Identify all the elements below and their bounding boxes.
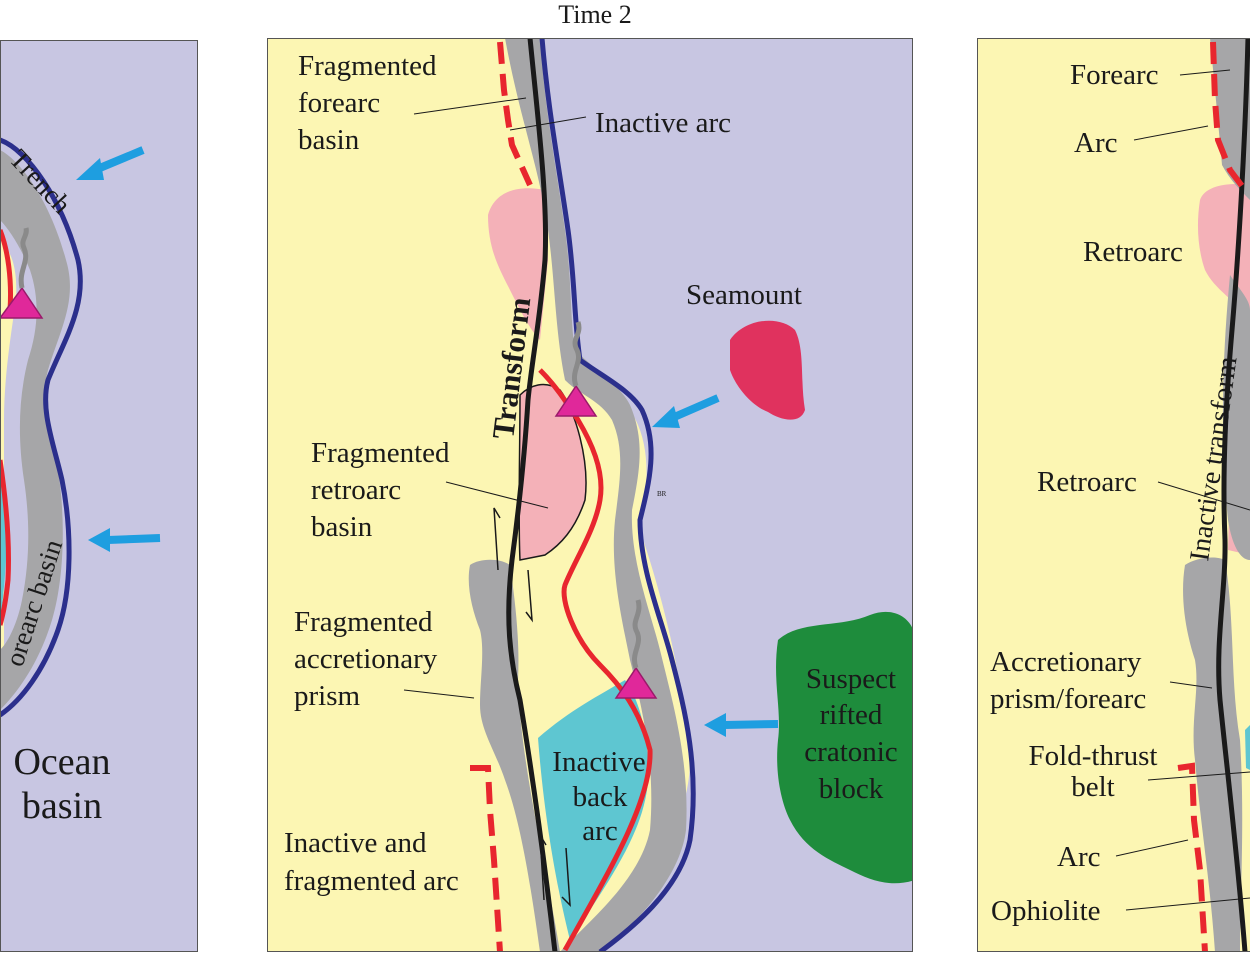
- fragmented-prism-label-2: accretionary: [294, 643, 438, 675]
- leader-prism-right: [1169, 681, 1213, 689]
- leader-forearc-right: [1179, 69, 1231, 76]
- suspect-block-label-2: rifted: [820, 699, 883, 731]
- fragmented-prism-label-1: Fragmented: [294, 606, 433, 638]
- center-panel-frame: [267, 38, 913, 952]
- seamount: [730, 320, 805, 420]
- suspect-block-label-4: block: [819, 773, 884, 805]
- fault-arrow-down-icon-2: [561, 847, 571, 907]
- right-prism-top: [1210, 38, 1250, 200]
- leader-arc-bottom: [1115, 839, 1189, 857]
- fragmented-retroarc-label-1: Fragmented: [311, 437, 450, 469]
- accretionary-label-2: prism/forearc: [990, 683, 1146, 715]
- left-panel: Trench orearc basin Ocean basin: [0, 40, 198, 952]
- fault-arrow-up-icon-2: [539, 834, 547, 901]
- suspect-block-label-3: cratonic: [804, 736, 897, 768]
- inactive-back-arc-label-3: arc: [582, 815, 617, 847]
- fragmented-forearc-label-2: forearc: [298, 87, 380, 119]
- leader-ophiolite: [1125, 897, 1250, 911]
- center-panel: BR Fragmented forearc basin Inactive arc…: [267, 38, 913, 952]
- inactive-fragmented-arc-label-2: fragmented arc: [284, 865, 459, 897]
- retroarc-top-label: Retroarc: [1083, 236, 1183, 268]
- leader-retroarc: [445, 481, 549, 509]
- left-arrow-head-2: [88, 528, 110, 552]
- left-trench-line: [0, 137, 83, 718]
- right-cyan-sliver: [1245, 725, 1250, 770]
- leader-fold-thrust: [1147, 771, 1250, 781]
- seamount-label: Seamount: [686, 279, 802, 311]
- right-panel: Forearc Arc Retroarc Inactive transform …: [977, 38, 1250, 952]
- volcano-icon-2: [614, 666, 658, 699]
- inactive-arc-dashed-top: [497, 41, 533, 187]
- retroarc-mid-label: Retroarc: [1037, 466, 1137, 498]
- time-label: Time 2: [558, 0, 631, 29]
- tiny-mark: BR: [657, 490, 667, 498]
- inactive-fragmented-arc-label-1: Inactive and: [284, 827, 427, 859]
- right-transform-line: [1216, 38, 1250, 952]
- left-prism: [0, 150, 70, 710]
- left-arrow-icon-2: [107, 534, 161, 544]
- inactive-back-arc-label-1: Inactive: [552, 746, 645, 778]
- fragmented-retroarc-label-3: basin: [311, 511, 373, 543]
- fold-thrust-label-1: Fold-thrust: [1029, 740, 1158, 772]
- leader-retroarc-right: [1157, 481, 1250, 511]
- arrow-head-1: [652, 406, 680, 428]
- inactive-fragmented-arc-dashed: [470, 765, 503, 952]
- smoke-icon-2: [632, 599, 642, 669]
- leader-arc-right: [1133, 125, 1209, 141]
- fragmented-forearc-label-1: Fragmented: [298, 50, 437, 82]
- left-arrow-icon-1: [93, 146, 145, 174]
- center-trench-line: [539, 38, 696, 952]
- volcano-icon-1: [554, 384, 598, 417]
- fragmented-accretionary-prism: [468, 559, 560, 952]
- suspect-rifted-cratonic-block: [776, 611, 913, 884]
- ocean-label-line2: basin: [22, 785, 102, 827]
- ocean-label-line1: Ocean: [13, 741, 110, 783]
- leader-inactive-arc: [509, 116, 587, 131]
- right-arc-dashed-bottom: [1177, 762, 1208, 952]
- fold-thrust-label-2: belt: [1071, 771, 1115, 803]
- left-panel-frame: [0, 40, 198, 952]
- inactive-back-arc-label-2: back: [573, 781, 628, 813]
- arc-top-label: Arc: [1074, 127, 1117, 159]
- arrow-icon-2: [723, 720, 779, 729]
- fault-arrow-up-icon: [493, 507, 501, 571]
- inactive-back-arc: [538, 680, 649, 940]
- retroarc-top: [488, 188, 548, 340]
- fragmented-retroarc-label-2: retroarc: [311, 474, 401, 506]
- forearc-label: Forearc: [1070, 59, 1159, 91]
- prism-band: [505, 38, 687, 952]
- accretionary-label-1: Accretionary: [990, 646, 1142, 678]
- transform-fault-line: [506, 38, 558, 952]
- leader-prism: [403, 689, 475, 699]
- right-arc-dashed-top: [1210, 41, 1248, 192]
- fault-arrow-down-icon: [525, 569, 533, 623]
- left-volcano-icon: [0, 286, 44, 319]
- leader-forearc: [413, 97, 527, 115]
- suspect-block-label-1: Suspect: [806, 663, 896, 695]
- arrow-head-2: [704, 713, 726, 737]
- left-arrow-head-1: [76, 158, 104, 180]
- arrow-icon-1: [670, 394, 720, 422]
- smoke-icon-1: [572, 321, 582, 387]
- left-arc-line: [0, 229, 13, 626]
- fragmented-forearc-label-3: basin: [298, 124, 360, 156]
- ophiolite-label: Ophiolite: [991, 895, 1101, 927]
- right-prism-bottom: [1183, 557, 1243, 952]
- arc-bottom-label: Arc: [1057, 841, 1100, 873]
- active-arc-line: [538, 368, 653, 952]
- inactive-arc-label: Inactive arc: [595, 107, 731, 139]
- fragmented-prism-label-3: prism: [294, 680, 361, 712]
- left-continent: [0, 240, 17, 700]
- left-smoke-icon: [18, 227, 29, 289]
